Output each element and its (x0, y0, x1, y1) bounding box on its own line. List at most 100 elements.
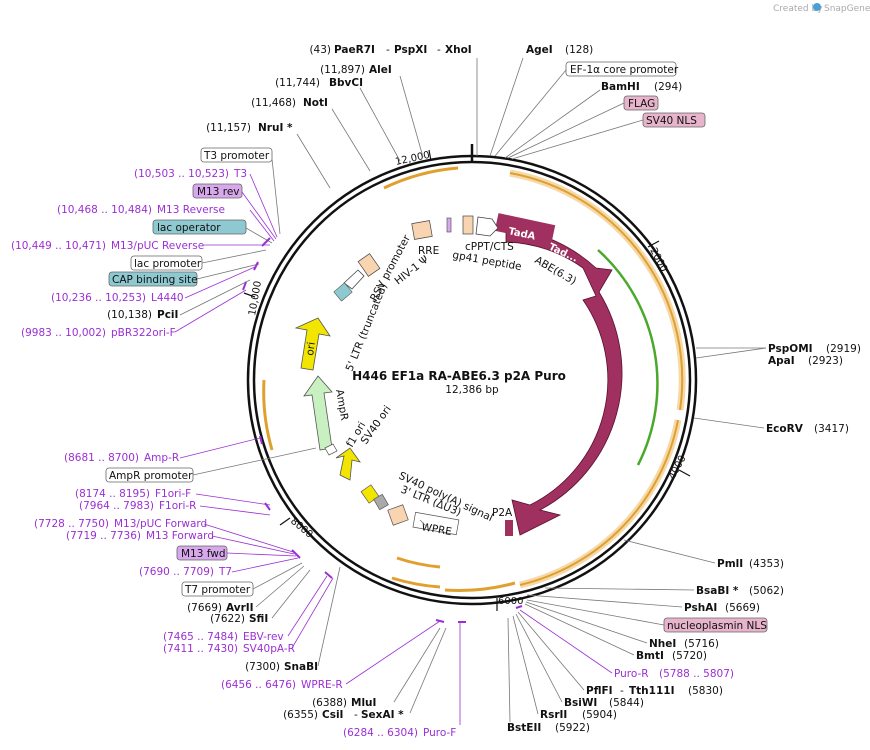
leader-mlui (393, 627, 441, 703)
leader-m13fwd (226, 552, 297, 557)
ori-feature[interactable] (294, 317, 331, 371)
leader-bamhi (504, 89, 601, 159)
hiv-feature[interactable] (357, 253, 381, 277)
leader-t3promoter (271, 158, 281, 235)
leader-bsteii (507, 617, 511, 723)
puror-range: (5788 .. 5807) (659, 668, 734, 680)
cas9-arrow[interactable] (505, 227, 623, 536)
primer-mark-pbr (242, 281, 247, 291)
leader-ampr (179, 437, 261, 459)
lacop-box[interactable] (152, 219, 247, 235)
m13rev-range: (10,468 .. 10,484) (57, 204, 152, 216)
ltr5-label: 5' LTR (truncated) (344, 282, 390, 373)
m13rev-box-label: M13 rev (197, 186, 240, 198)
tada-feature[interactable] (494, 213, 556, 243)
leader-nrui (296, 133, 331, 189)
orange-arc-bottom-2 (391, 576, 441, 589)
tick-label-6000: 6000 (498, 596, 523, 607)
leader-t3 (249, 173, 278, 238)
pcii-num: (10,138) (107, 309, 152, 321)
pmli-num: (4353) (749, 558, 784, 570)
leader-lines (174, 57, 767, 725)
sfii-name: SfiI (249, 613, 268, 625)
primer-mark-ebv (324, 571, 333, 579)
ltr5-feature[interactable] (333, 282, 353, 302)
credit-brand: SnapGene (824, 4, 870, 14)
m13f-name: M13 Forward (146, 530, 214, 542)
ampr-feature[interactable] (303, 375, 333, 451)
primer-marks (242, 237, 523, 623)
bamhi-name: BamHI (601, 81, 640, 93)
m13rev-box[interactable] (192, 183, 243, 199)
leader-alei (399, 75, 424, 158)
wpre-feature[interactable] (412, 511, 460, 536)
leader-pspomi (695, 347, 767, 359)
leader-t7 (231, 557, 299, 573)
ecorv-num: (3417) (814, 423, 849, 435)
green-arc (597, 249, 659, 466)
apai-name: ApaI (768, 355, 795, 367)
apai-num: (2923) (808, 355, 843, 367)
leader-ecorv (693, 417, 765, 429)
t3promoter-label: T3 promoter (203, 150, 270, 162)
sv40nls-label: SV40 NLS (646, 115, 697, 127)
pbr322-range: (9983 .. 10,002) (21, 327, 106, 339)
p2a-label: P2A (492, 507, 513, 519)
pshai-name: PshAI (684, 602, 717, 614)
pspomi-num: (2919) (826, 343, 861, 355)
purof-range: (6284 .. 6304) (343, 727, 418, 739)
bmti-num: (5720) (672, 650, 707, 662)
cppt-label: cPPT/CTS (465, 241, 514, 253)
p2a-feature[interactable] (505, 520, 513, 536)
paer7i-name: PaeR7I (334, 44, 375, 56)
f1orif-name: F1ori-F (155, 488, 191, 500)
t3promoter-box[interactable] (200, 147, 273, 163)
snapgene-logo-icon (813, 3, 821, 11)
ltr3-feature[interactable] (387, 504, 409, 526)
t7-name: T7 (218, 566, 232, 578)
csii-name: CsiI (322, 709, 343, 721)
f1ori-feature[interactable] (335, 447, 361, 481)
ampr-promoter-feature[interactable] (324, 443, 338, 456)
tick-12000 (428, 149, 432, 162)
leader-pmli (623, 539, 716, 564)
noti-name: NotI (303, 97, 328, 109)
bsabi-name: BsaBI * (696, 585, 739, 597)
leader-snabi (317, 566, 341, 667)
leader-l4440 (184, 265, 258, 299)
bsiwi-num: (5844) (609, 697, 644, 709)
leader-wpre-inner (419, 519, 431, 531)
rre-label: RRE (418, 245, 439, 257)
gp41-feature[interactable] (462, 215, 474, 235)
lacpromoter-label: lac promoter (134, 258, 202, 270)
primer-mark-puror (515, 605, 523, 609)
leader-sfii (271, 569, 311, 619)
flag-label: FLAG (628, 98, 655, 110)
sfii-num: (7622) (210, 613, 245, 625)
m13rev-name: M13 Reverse (157, 204, 225, 216)
tick-2000 (647, 240, 660, 248)
sv40par-name: SV40pA-R (243, 643, 295, 655)
avrii-name: AvrII (226, 602, 254, 614)
small-feature-top[interactable] (446, 217, 452, 233)
leader-wprer (345, 620, 441, 685)
rre-feature[interactable] (411, 220, 433, 240)
puror-name: Puro-R (614, 668, 649, 680)
m13puc-name: M13/pUC Reverse (111, 240, 204, 252)
nhei-num: (5716) (684, 638, 719, 650)
cppt-feature[interactable] (475, 216, 499, 237)
pcii-name: PciI (157, 309, 178, 321)
sv40polya-feature[interactable] (373, 493, 389, 511)
leader-bsiwi (515, 613, 563, 703)
rsrii-num: (5904) (582, 709, 617, 721)
nrui-name: NruI * (258, 122, 293, 134)
alei-name: AleI (369, 64, 392, 76)
tick-4000 (678, 469, 691, 477)
tick-10000 (243, 292, 256, 298)
rsv-feature[interactable] (343, 269, 365, 290)
f1orif-range: (8174 .. 8195) (75, 488, 150, 500)
f1orir-name: F1ori-R (159, 500, 196, 512)
ef1a-box[interactable] (565, 61, 677, 77)
snabi-num: (7300) (245, 661, 280, 673)
leader-t7promoter (252, 562, 303, 590)
